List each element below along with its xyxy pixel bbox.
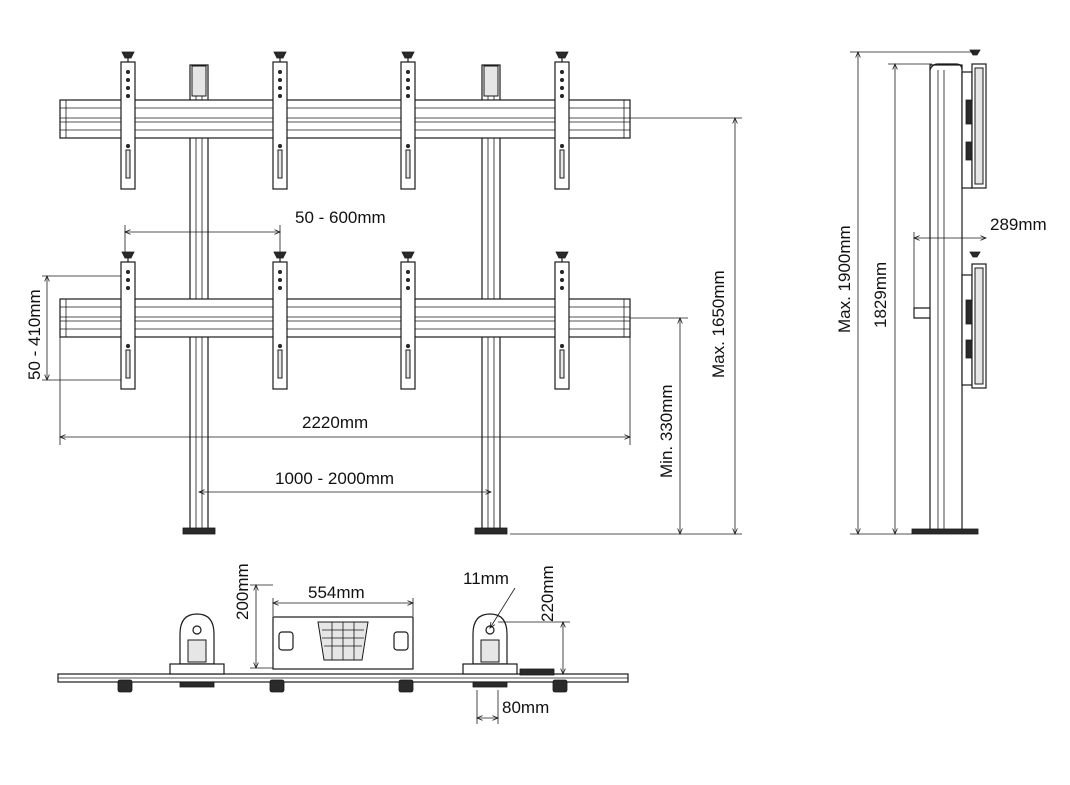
dimension-overall-width: 2220mm	[60, 337, 630, 445]
foot-depth-label: 220mm	[538, 565, 557, 622]
vesa-bracket	[400, 251, 416, 390]
dimension-pole-spacing: 1000 - 2000mm	[199, 469, 491, 492]
dimension-vesa-vertical: 50 - 410mm	[25, 276, 121, 380]
dimension-base-plate-depth: 200mm	[233, 563, 273, 668]
overall-width-label: 2220mm	[302, 413, 368, 432]
dimension-foot-width: 80mm	[477, 690, 549, 724]
dimension-depth: 289mm	[914, 215, 1047, 312]
base-plate	[272, 616, 414, 670]
min-height-label: Min. 330mm	[657, 384, 676, 478]
foot-left	[169, 613, 225, 688]
vesa-bracket	[554, 251, 570, 390]
pole-height-label: 1829mm	[871, 262, 890, 328]
dimension-base-plate-width: 554mm	[273, 583, 413, 616]
side-bracket-top	[961, 49, 987, 189]
max-height-side-label: Max. 1900mm	[835, 225, 854, 333]
dimension-max-height-front: Max. 1650mm	[630, 118, 742, 534]
dimension-pole-height: 1829mm	[871, 64, 932, 534]
vesa-vertical-label: 50 - 410mm	[25, 289, 44, 380]
dimension-min-height: Min. 330mm	[510, 318, 688, 534]
vesa-horizontal-label: 50 - 600mm	[295, 208, 386, 227]
base-view: 200mm 554mm 11mm 220mm 80mm	[57, 563, 629, 724]
vesa-bracket	[120, 51, 136, 190]
side-view: Max. 1900mm 1829mm 289mm	[835, 49, 1047, 535]
foot-right	[462, 613, 555, 688]
front-view: 50 - 600mm 50 - 410mm 2220mm 1000 - 2000…	[25, 51, 742, 534]
dimension-max-height-side: Max. 1900mm	[835, 52, 975, 534]
dimension-hole-size: 11mm	[463, 569, 516, 628]
vesa-bracket	[272, 251, 288, 390]
vesa-bracket	[554, 51, 570, 190]
max-height-front-label: Max. 1650mm	[709, 270, 728, 378]
depth-label: 289mm	[990, 215, 1047, 234]
side-bracket-bottom	[913, 251, 987, 389]
side-pole	[911, 63, 979, 535]
pole-spacing-label: 1000 - 2000mm	[275, 469, 394, 488]
foot-width-label: 80mm	[502, 698, 549, 717]
hole-size-label: 11mm	[463, 569, 509, 588]
base-plate-depth-label: 200mm	[233, 563, 252, 620]
vesa-bracket	[400, 51, 416, 190]
dimension-vesa-horizontal: 50 - 600mm	[125, 208, 386, 252]
bottom-rail	[59, 298, 631, 338]
vesa-bracket	[272, 51, 288, 190]
base-rail	[57, 673, 629, 693]
vesa-bracket	[120, 251, 136, 390]
top-rail	[59, 99, 631, 139]
dimension-foot-depth: 220mm	[498, 565, 570, 674]
base-plate-width-label: 554mm	[308, 583, 365, 602]
